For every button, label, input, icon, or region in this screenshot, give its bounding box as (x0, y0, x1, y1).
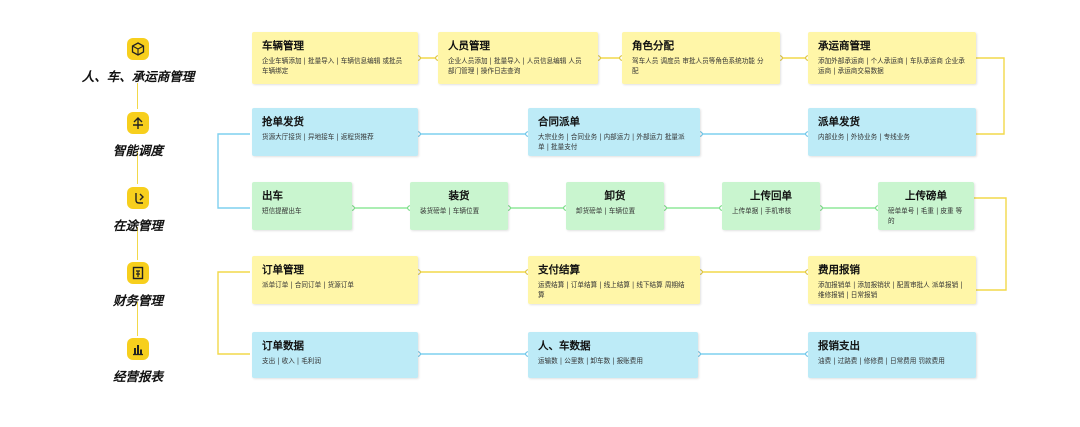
category-people-vehicle-carrier: 人、车、承运商管理 (58, 38, 218, 85)
card-description: 派单订单 | 合同订单 | 货源订单 (262, 281, 354, 289)
card-title: 派单发货 (818, 116, 860, 128)
category-label: 人、车、承运商管理 (81, 69, 195, 84)
card-title: 出车 (262, 190, 283, 202)
card-title: 角色分配 (632, 40, 674, 52)
card-title: 费用报销 (818, 264, 860, 276)
card-title: 人员管理 (448, 40, 490, 52)
card-grab-order[interactable]: 抢单发货 货源大厅接货 | 异地接车 | 返程货推荐 (252, 108, 418, 156)
card-description: 运输数 | 公里数 | 卸车数 | 报账费用 (538, 357, 643, 365)
card-title: 承运商管理 (818, 40, 871, 52)
category-sidebar: 人、车、承运商管理 智能调度 在途管理 财务管理 经营报表 (0, 0, 220, 427)
card-depart[interactable]: 出车 短信提醒出车 (252, 182, 352, 230)
category-label: 在途管理 (112, 218, 163, 233)
category-finance: 财务管理 (58, 262, 218, 309)
card-contract-dispatch[interactable]: 合同派单 大宗业务 | 合同业务 | 内部运力 | 外部运力 批量派单 | 批量… (528, 108, 700, 156)
card-description: 企业车辆添加 | 批量导入 | 车辆信息编辑 或批员车辆绑定 (262, 57, 403, 75)
sidebar-connector (137, 83, 138, 109)
sidebar-connector (137, 302, 138, 336)
card-title: 支付结算 (538, 264, 580, 276)
category-label: 智能调度 (112, 143, 163, 158)
card-dispatch-shipping[interactable]: 派单发货 内部业务 | 外协业务 | 专线业务 (808, 108, 976, 156)
card-upload-weighbill[interactable]: 上传磅单 磅单单号 | 毛重 | 皮重 等的 (878, 182, 974, 230)
category-in-transit: 在途管理 (58, 187, 218, 234)
category-smart-dispatch: 智能调度 (58, 112, 218, 159)
card-title: 车辆管理 (262, 40, 304, 52)
card-description: 驾车人员 调度员 审批人员等角色系统功能 分配 (632, 57, 764, 75)
card-description: 装货磅单 | 车辆位置 (420, 207, 480, 215)
card-loading[interactable]: 装货 装货磅单 | 车辆位置 (410, 182, 508, 230)
card-vehicle-management[interactable]: 车辆管理 企业车辆添加 | 批量导入 | 车辆信息编辑 或批员车辆绑定 (252, 32, 418, 84)
card-description: 货源大厅接货 | 异地接车 | 返程货推荐 (262, 133, 374, 141)
sidebar-connector (137, 227, 138, 260)
card-people-vehicle-data[interactable]: 人、车数据 运输数 | 公里数 | 卸车数 | 报账费用 (528, 332, 698, 378)
card-payment-settlement[interactable]: 支付结算 运费结算 | 订单结算 | 线上结算 | 线下结算 周期结算 (528, 256, 700, 304)
tracking-icon (127, 187, 149, 209)
card-description: 短信提醒出车 (262, 207, 302, 215)
card-title: 卸货 (604, 190, 626, 202)
card-unloading[interactable]: 卸货 卸货磅单 | 车辆位置 (566, 182, 664, 230)
card-role-assignment[interactable]: 角色分配 驾车人员 调度员 审批人员等角色系统功能 分配 (622, 32, 780, 84)
sidebar-connector (137, 152, 138, 184)
card-title: 订单数据 (262, 340, 304, 352)
card-carrier-management[interactable]: 承运商管理 添加外部承运商 | 个人承运商 | 车队承运商 企业承运商 | 承运… (808, 32, 976, 84)
card-description: 添加报销单 | 添加报销状 | 配置审批人 派单报销 | 维修报销 | 日常报销 (818, 281, 963, 299)
card-title: 抢单发货 (262, 116, 304, 128)
card-order-data[interactable]: 订单数据 支出 | 收入 | 毛利润 (252, 332, 418, 378)
card-description: 支出 | 收入 | 毛利润 (262, 357, 321, 365)
ledger-icon (127, 262, 149, 284)
cube-icon (127, 38, 149, 60)
card-personnel-management[interactable]: 人员管理 企业人员添加 | 批量导入 | 人员信息编辑 人员部门管理 | 操作日… (438, 32, 598, 84)
card-title: 合同派单 (538, 116, 580, 128)
category-label: 财务管理 (112, 293, 163, 308)
category-label: 经营报表 (112, 369, 163, 384)
card-title: 报销支出 (818, 340, 860, 352)
bar-chart-icon (127, 338, 149, 360)
card-expense-reimbursement[interactable]: 费用报销 添加报销单 | 添加报销状 | 配置审批人 派单报销 | 维修报销 |… (808, 256, 976, 304)
card-description: 上传单据 | 手机审核 (732, 207, 792, 215)
card-upload-receipt[interactable]: 上传回单 上传单据 | 手机审核 (722, 182, 820, 230)
card-description: 运费结算 | 订单结算 | 线上结算 | 线下结算 周期结算 (538, 281, 685, 299)
card-title: 订单管理 (262, 264, 304, 276)
card-order-management[interactable]: 订单管理 派单订单 | 合同订单 | 货源订单 (252, 256, 418, 304)
card-title: 装货 (448, 190, 470, 202)
card-title: 上传磅单 (905, 190, 947, 202)
route-icon (127, 112, 149, 134)
card-description: 磅单单号 | 毛重 | 皮重 等的 (888, 207, 963, 225)
category-reports: 经营报表 (58, 338, 218, 385)
card-description: 添加外部承运商 | 个人承运商 | 车队承运商 企业承运商 | 承运商交易数据 (818, 57, 965, 75)
card-description: 大宗业务 | 合同业务 | 内部运力 | 外部运力 批量派单 | 批量支付 (538, 133, 685, 151)
card-description: 油费 | 过路费 | 修修费 | 日常费用 罚款费用 (818, 357, 945, 365)
card-reimbursement-expenses[interactable]: 报销支出 油费 | 过路费 | 修修费 | 日常费用 罚款费用 (808, 332, 976, 378)
card-description: 企业人员添加 | 批量导入 | 人员信息编辑 人员部门管理 | 操作日志查询 (448, 57, 582, 75)
card-description: 内部业务 | 外协业务 | 专线业务 (818, 133, 910, 141)
card-title: 上传回单 (750, 190, 792, 202)
card-title: 人、车数据 (538, 340, 591, 352)
card-description: 卸货磅单 | 车辆位置 (576, 207, 636, 215)
